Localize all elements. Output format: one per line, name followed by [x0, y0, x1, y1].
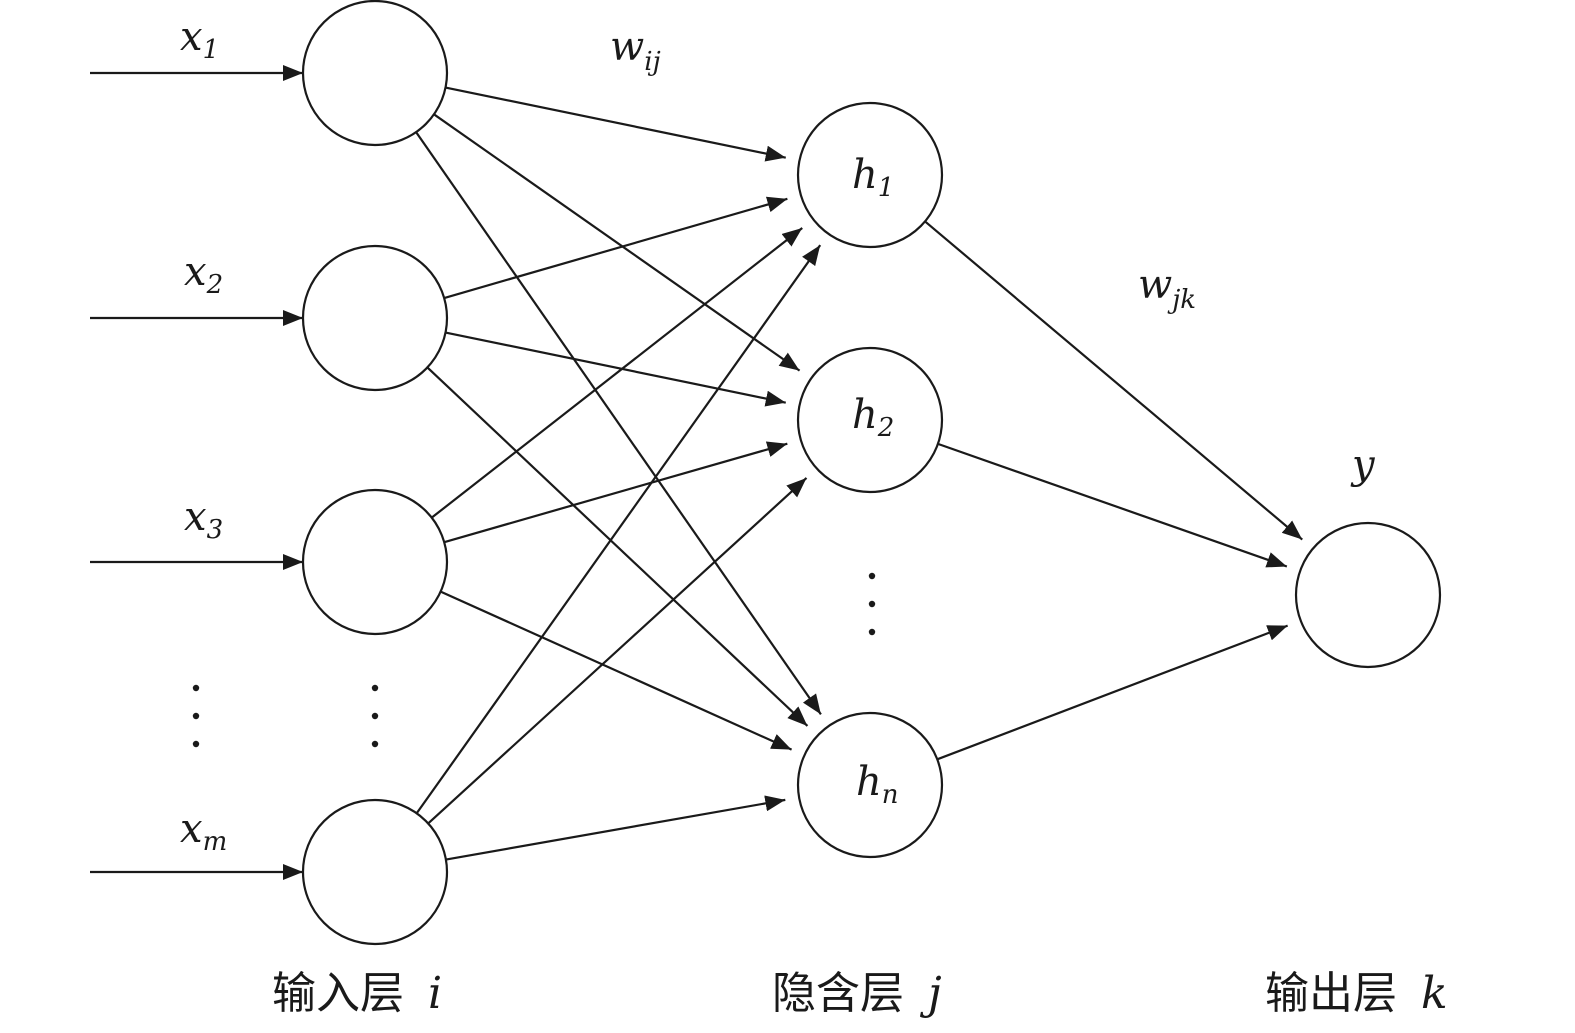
output-node-y — [1294, 521, 1442, 669]
edge-hidden1-output — [924, 220, 1303, 541]
input-label-x1: x1 — [180, 14, 219, 65]
edge-input1-hidden2 — [433, 113, 801, 372]
edge-input3-hidden2 — [443, 441, 788, 544]
input-node-xm — [301, 798, 449, 946]
input-hidden-edges — [415, 86, 822, 861]
edge-input4-hidden1 — [415, 244, 822, 814]
output-label-y: y — [1350, 442, 1376, 488]
input-arrows — [90, 65, 303, 880]
weight-label-wjk: wjk — [1138, 262, 1196, 315]
edge-input2-hidden3 — [426, 366, 809, 727]
input-label-x3: x3 — [184, 494, 223, 545]
input-label-ellipsis — [192, 684, 200, 748]
hidden-label-h1: h1 — [852, 152, 894, 203]
hidden-label-hn: hn — [856, 759, 899, 810]
edge-input2-hidden2 — [445, 331, 786, 407]
edge-input3-hidden1 — [431, 227, 803, 519]
nodes — [301, 0, 1442, 946]
edge-hidden2-output — [937, 442, 1288, 568]
edge-hidden3-output — [936, 624, 1289, 761]
edge-input4-hidden3 — [445, 795, 786, 861]
edge-input2-hidden1 — [443, 196, 788, 300]
weight-label-wij: wij — [610, 24, 661, 77]
input-node-x2 — [301, 244, 449, 392]
hidden-output-edges — [924, 220, 1303, 761]
edge-input1-hidden1 — [445, 86, 786, 162]
hidden-node-h2 — [796, 346, 944, 494]
edge-input4-hidden2 — [427, 477, 808, 825]
ellipsis-dots — [192, 572, 876, 748]
input-node-x3 — [301, 488, 449, 636]
edge-input1-hidden3 — [415, 131, 822, 716]
hidden-node-h1 — [796, 101, 944, 249]
input-node-ellipsis — [371, 684, 379, 748]
hidden-node-ellipsis — [868, 572, 876, 636]
hidden-label-h2: h2 — [852, 392, 894, 443]
hidden-node-hn — [796, 711, 944, 859]
input-label-xm: xm — [180, 806, 227, 857]
input-label-x2: x2 — [184, 249, 223, 300]
edge-input3-hidden3 — [440, 590, 793, 751]
input-node-x1 — [301, 0, 449, 147]
